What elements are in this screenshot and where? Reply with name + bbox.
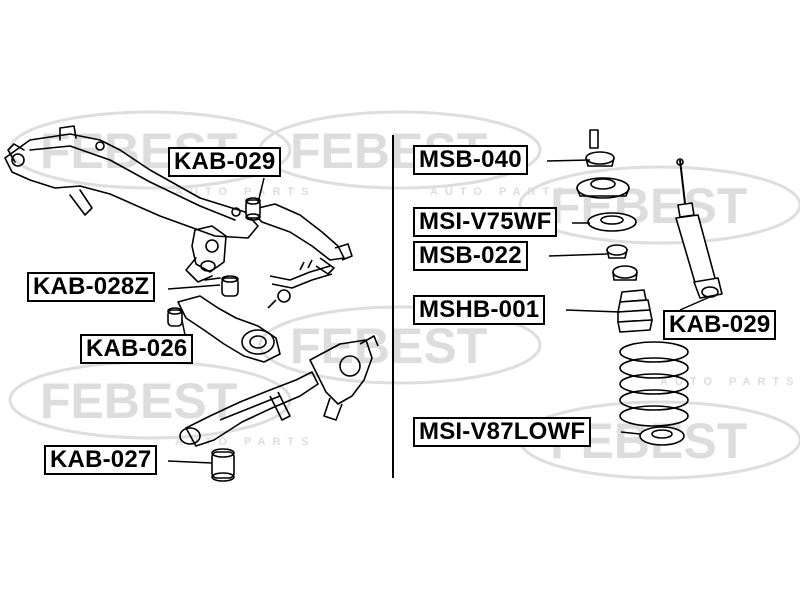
watermark-logo: FEBEST — [258, 305, 542, 385]
watermark-subtext: AUTO PARTS — [175, 186, 316, 198]
part-label-kab-029-left[interactable]: KAB-029 — [168, 147, 282, 177]
part-label-msi-v87lowf[interactable]: MSI-V87LOWF — [413, 417, 592, 447]
watermark-subtext: AUTO PARTS — [430, 186, 571, 198]
rear-subframe-drawing — [4, 125, 259, 283]
upper-arm-drawing — [231, 197, 353, 261]
strut-components-drawing — [576, 129, 723, 446]
watermark-brand: FEBEST — [40, 373, 237, 429]
watermark-subtext: AUTO PARTS — [660, 376, 800, 388]
leader-lines — [167, 159, 713, 464]
part-label-kab-027[interactable]: KAB-027 — [44, 445, 158, 475]
watermark-logo: FEBEST — [518, 165, 800, 245]
watermark-subtext: AUTO PARTS — [175, 436, 316, 448]
part-label-msb-040[interactable]: MSB-040 — [413, 145, 528, 175]
part-label-kab-028z[interactable]: KAB-028Z — [27, 272, 156, 302]
part-label-kab-029-right[interactable]: KAB-029 — [663, 310, 777, 340]
part-label-msi-v75wf[interactable]: MSI-V75WF — [413, 207, 558, 237]
lower-arm-drawing — [167, 295, 281, 363]
part-label-msb-022[interactable]: MSB-022 — [413, 241, 528, 271]
trailing-arm-drawing — [179, 335, 379, 482]
part-label-mshb-001[interactable]: MSHB-001 — [413, 295, 546, 325]
watermark-brand: FEBEST — [290, 318, 487, 374]
watermark-logo: FEBEST — [8, 360, 292, 440]
part-label-kab-026[interactable]: KAB-026 — [80, 334, 194, 364]
toe-link-drawing — [221, 257, 335, 309]
